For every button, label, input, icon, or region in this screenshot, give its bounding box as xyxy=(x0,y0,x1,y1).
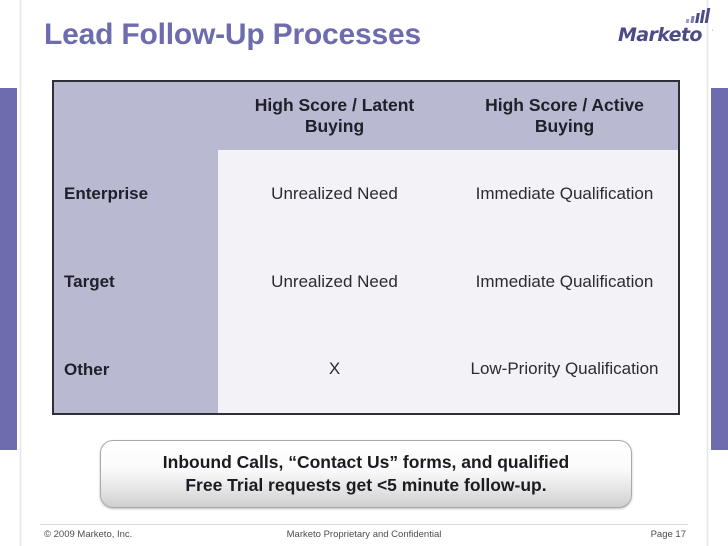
column-header-active-buying: High Score / Active Buying xyxy=(451,81,679,150)
ascending-bars-icon xyxy=(685,8,712,23)
callout-box: Inbound Calls, “Contact Us” forms, and q… xyxy=(100,440,632,508)
table-row: Target Unrealized Need Immediate Qualifi… xyxy=(53,238,679,326)
table-row: Other X Low-Priority Qualification xyxy=(53,326,679,414)
marketo-logo: Marketo · xyxy=(618,8,714,48)
lead-follow-up-matrix: High Score / Latent Buying High Score / … xyxy=(52,80,680,415)
logo-trademark: · xyxy=(711,27,714,34)
row-label-enterprise: Enterprise xyxy=(53,150,218,238)
left-accent-bar xyxy=(0,88,17,450)
row-label-target: Target xyxy=(53,238,218,326)
footer-page-number: Page 17 xyxy=(650,529,686,540)
footer-confidentiality: Marketo Proprietary and Confidential xyxy=(286,529,442,540)
matrix-corner-cell xyxy=(53,81,218,150)
table-row: Enterprise Unrealized Need Immediate Qua… xyxy=(53,150,679,238)
footer-copyright: © 2009 Marketo, Inc. xyxy=(44,529,133,540)
callout-text: Inbound Calls, “Contact Us” forms, and q… xyxy=(149,451,583,497)
row-label-other: Other xyxy=(53,326,218,414)
cell-other-active: Low-Priority Qualification xyxy=(451,326,679,414)
cell-other-latent: X xyxy=(218,326,451,414)
column-header-latent-buying: High Score / Latent Buying xyxy=(218,81,451,150)
callout-line-1: Inbound Calls, “Contact Us” forms, and q… xyxy=(162,452,570,473)
logo-wordmark: Marketo xyxy=(618,24,702,46)
right-accent-bar xyxy=(711,88,728,450)
page-title: Lead Follow-Up Processes xyxy=(44,18,421,51)
slide-footer: © 2009 Marketo, Inc. Marketo Proprietary… xyxy=(0,527,728,546)
left-hairline xyxy=(19,0,22,546)
table-header-row: High Score / Latent Buying High Score / … xyxy=(53,81,679,150)
cell-enterprise-active: Immediate Qualification xyxy=(451,150,679,238)
cell-enterprise-latent: Unrealized Need xyxy=(218,150,451,238)
cell-target-latent: Unrealized Need xyxy=(218,238,451,326)
footer-divider xyxy=(40,524,688,525)
callout-line-2: Free Trial requests get <5 minute follow… xyxy=(185,475,547,495)
right-hairline xyxy=(706,0,709,546)
cell-target-active: Immediate Qualification xyxy=(451,238,679,326)
